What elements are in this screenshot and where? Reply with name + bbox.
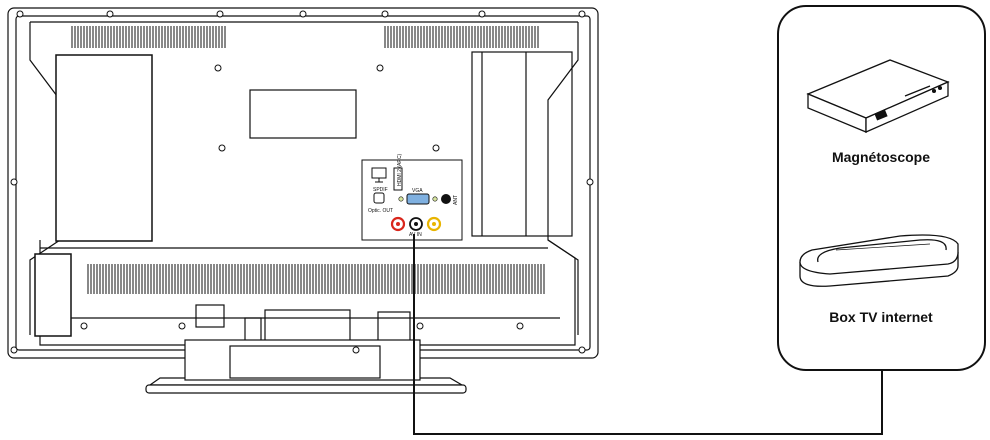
box-tv-internet-label: Box TV internet [829,309,933,325]
screw-hole [218,144,226,152]
hdmi-port [393,167,403,191]
screw-hole [10,346,18,354]
screw-hole [376,64,384,72]
screw-hole [381,10,389,18]
hdmi-label: HDMI 2 (ARC) [397,153,403,186]
screw-hole [214,64,222,72]
screw-hole [106,10,114,18]
internet-box-icon [799,234,959,287]
screw-hole [216,10,224,18]
vcr-icon [806,59,950,133]
screw-hole [432,144,440,152]
optic-out-port [373,192,385,204]
vent-slots [71,26,545,294]
vga-label: VGA [412,188,423,194]
devices-panel: Magnétoscope Box TV internet [777,5,986,371]
optic-out-label: Optic. OUT [368,208,393,214]
ant-label: ANT [453,195,459,205]
monitor-icon [371,167,387,183]
screw-hole [178,322,186,330]
screw-hole [80,322,88,330]
screw-hole [516,322,524,330]
screw-hole [299,10,307,18]
vga-port [406,193,430,205]
av-in-label: AV IN [409,232,422,238]
spdif-label: SPDIF [373,187,388,193]
screw-hole [16,10,24,18]
screw-hole [578,346,586,354]
screw-hole [478,10,486,18]
screw-hole [416,322,424,330]
connection-cable [413,234,883,435]
tv-back-panel [7,7,599,394]
tv-connector-panel: SPDIF Optic. OUT HDMI 2 (ARC) VGA ANT AV… [361,153,463,241]
screw-hole [10,178,18,186]
screw-hole [578,10,586,18]
screw-holes [10,10,594,354]
screw-hole [586,178,594,186]
vcr-label: Magnétoscope [832,149,930,165]
screw-hole [352,346,360,354]
antenna-port [441,194,451,204]
